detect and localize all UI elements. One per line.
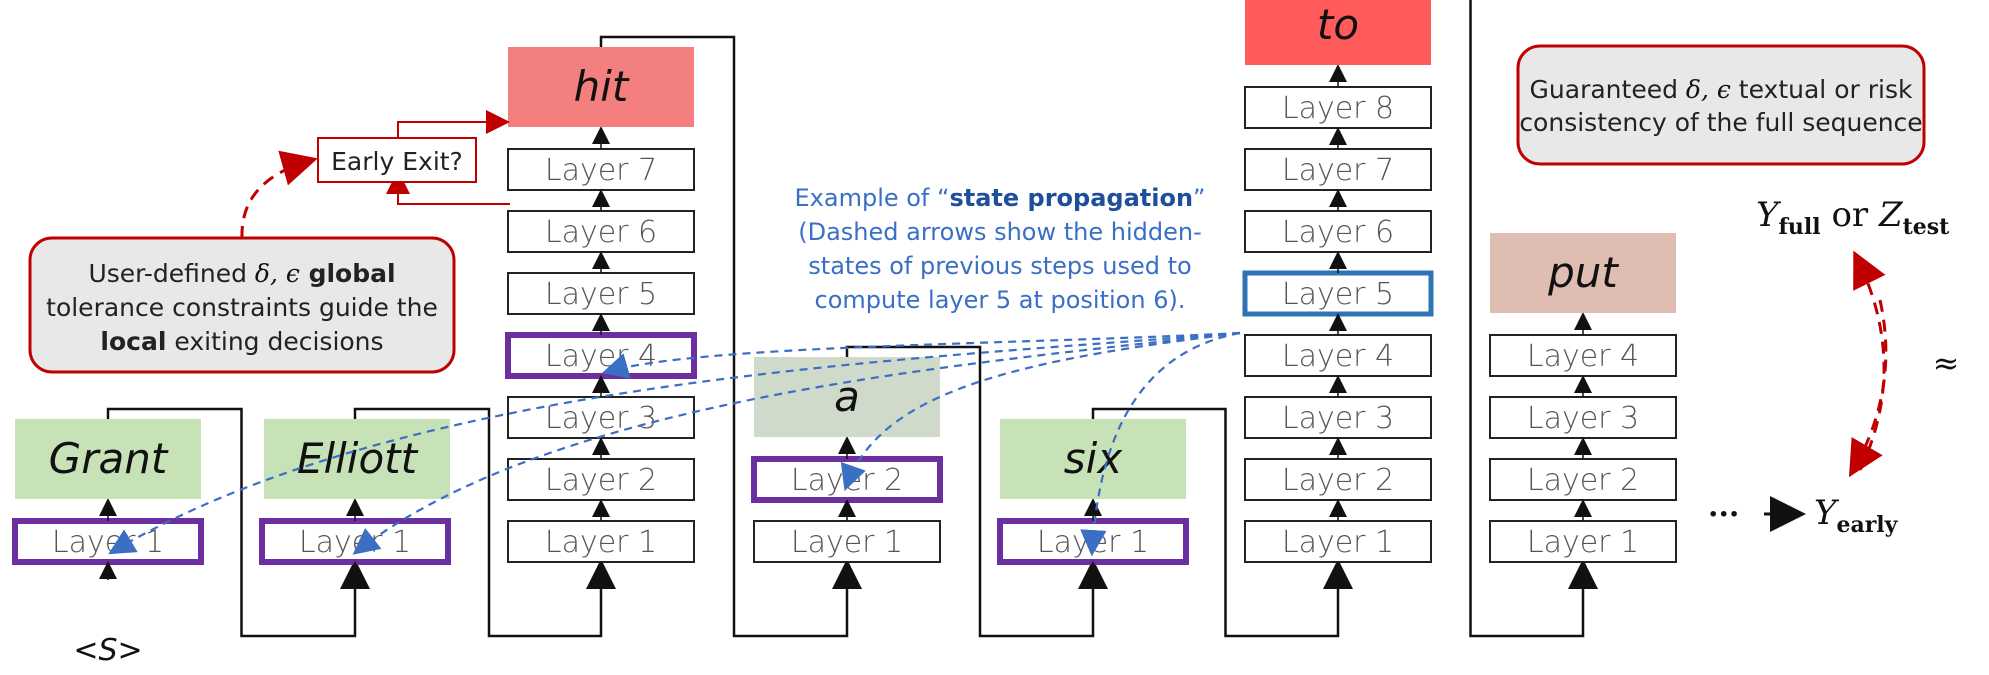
user-callout-box — [28, 236, 456, 374]
layer-label-put-2: Layer 2 — [1527, 463, 1639, 498]
guarantee-callout: Guaranteed δ, ϵ textual or risk consiste… — [1516, 44, 1926, 166]
state-propagation-note: Example of “state propagation” (Dashed a… — [795, 184, 1206, 314]
layer-label-hit-2: Layer 2 — [545, 463, 657, 498]
layer-label-to-8: Layer 8 — [1282, 91, 1394, 126]
guarantee-callout-box — [1516, 44, 1926, 166]
layer-label-grant-1: Layer 1 — [52, 525, 164, 560]
layer-box-put-3 — [1489, 396, 1677, 439]
next-step-connector-6 — [1469, 0, 1598, 638]
approx-arrow-down — [1848, 299, 1888, 478]
layer-box-put-2 — [1489, 458, 1677, 501]
propagation-arrow-elliott — [352, 331, 1241, 555]
approx-symbol: ≈ — [1933, 344, 1960, 382]
token-box-elliott — [264, 419, 450, 499]
layer-label-hit-5: Layer 5 — [545, 277, 657, 312]
state-note-line4: compute layer 5 at position 6). — [815, 286, 1186, 314]
token-label-grant: Grant — [49, 434, 169, 483]
token-label-to: to — [1317, 0, 1359, 49]
layer-label-hit-6: Layer 6 — [545, 215, 657, 250]
user-callout-line2: tolerance constraints guide the — [46, 293, 438, 322]
user-constraint-callout: User-defined δ, ϵ global tolerance const… — [28, 150, 456, 374]
column-a: Layer 1 Layer 2 a — [751, 357, 943, 580]
early-exit-group: Early Exit? — [317, 110, 510, 205]
token-box-grant — [15, 419, 201, 499]
token-box-a — [754, 357, 940, 437]
layer-box-hit-1 — [507, 520, 695, 563]
token-box-put — [1490, 233, 1676, 313]
layer-label-hit-4: Layer 4 — [545, 339, 657, 374]
early-exit-input-line — [386, 170, 510, 205]
early-output-label: Yearly — [1814, 493, 1899, 538]
layer-label-hit-1: Layer 1 — [545, 525, 657, 560]
layer-box-to-5 — [1242, 270, 1434, 317]
layer-box-put-4 — [1489, 334, 1677, 377]
token-label-hit: hit — [574, 62, 630, 111]
next-step-connector-5 — [1091, 407, 1353, 638]
layer-label-a-2: Layer 2 — [791, 463, 903, 498]
token-box-six — [1000, 419, 1186, 499]
layer-box-to-8 — [1244, 86, 1432, 129]
token-box-hit — [508, 47, 694, 127]
state-propagation-arrows — [108, 331, 1241, 557]
propagation-arrow-hit — [601, 331, 1241, 379]
column-to: Layer 1 Layer 2 Layer 3 Layer 4 Layer 5 Layer… — [1242, 0, 1434, 580]
layer-label-elliott-1: Layer 1 — [299, 525, 411, 560]
layer-label-to-1: Layer 1 — [1282, 525, 1394, 560]
next-step-connector-1 — [106, 407, 370, 638]
early-exit-label: Early Exit? — [331, 147, 463, 176]
layer-label-put-3: Layer 3 — [1527, 401, 1639, 436]
start-token-label: <S> — [73, 633, 142, 668]
layer-label-hit-3: Layer 3 — [545, 401, 657, 436]
layer-box-to-2 — [1244, 458, 1432, 501]
output-math: Yfull or Ztest ≈ ··· Yearly — [1708, 195, 1959, 538]
next-step-connector-3 — [599, 35, 862, 638]
token-box-to — [1245, 0, 1431, 65]
guarantee-callout-line2: consistency of the full sequence — [1519, 108, 1922, 137]
guarantee-callout-line1: Guaranteed δ, ϵ textual or risk — [1530, 75, 1913, 104]
layer-box-to-6 — [1244, 210, 1432, 253]
ellipsis: ··· — [1708, 497, 1739, 532]
user-callout-line1: User-defined δ, ϵ global — [88, 259, 395, 288]
propagation-arrow-grant — [108, 331, 1241, 555]
layer-label-to-5: Layer 5 — [1282, 277, 1394, 312]
token-label-put: put — [1547, 248, 1619, 297]
layer-label-to-3: Layer 3 — [1282, 401, 1394, 436]
layer-box-hit-6 — [507, 210, 695, 253]
state-note-line1: Example of “state propagation” — [795, 184, 1206, 212]
layer-box-put-1 — [1489, 520, 1677, 563]
token-label-a: a — [834, 372, 860, 421]
layer-label-put-4: Layer 4 — [1527, 339, 1639, 374]
next-step-connector-2 — [353, 407, 616, 638]
column-elliott: Layer 1 Elliott — [259, 419, 451, 580]
layer-box-hit-2 — [507, 458, 695, 501]
layer-label-to-4: Layer 4 — [1282, 339, 1394, 374]
user-callout-line3: local exiting decisions — [100, 327, 383, 356]
column-put: Layer 1 Layer 2 Layer 3 Layer 4 put — [1489, 233, 1677, 580]
layer-label-to-6: Layer 6 — [1282, 215, 1394, 250]
layer-label-put-1: Layer 1 — [1527, 525, 1639, 560]
state-note-line3: states of previous steps used to — [808, 252, 1191, 280]
callout-dashed-arrow — [240, 150, 318, 239]
full-or-test-label: Yfull or Ztest — [1756, 195, 1950, 240]
layer-label-a-1: Layer 1 — [791, 525, 903, 560]
propagation-arrow-six — [1080, 331, 1241, 557]
state-note-line2: (Dashed arrows show the hidden- — [798, 218, 1202, 246]
layer-label-to-7: Layer 7 — [1282, 153, 1394, 188]
propagation-arrow-a — [840, 331, 1241, 492]
token-label-elliott: Elliott — [297, 434, 419, 483]
early-exit-box — [317, 137, 477, 183]
layer-label-hit-7: Layer 7 — [545, 153, 657, 188]
column-hit: Layer 1 Layer 2 Layer 3 Layer 4 Layer 5 Layer… — [505, 47, 697, 580]
early-exit-output-line — [397, 110, 510, 138]
layer-label-to-2: Layer 2 — [1282, 463, 1394, 498]
column-grant: Layer 1 Grant <S> — [12, 419, 204, 668]
